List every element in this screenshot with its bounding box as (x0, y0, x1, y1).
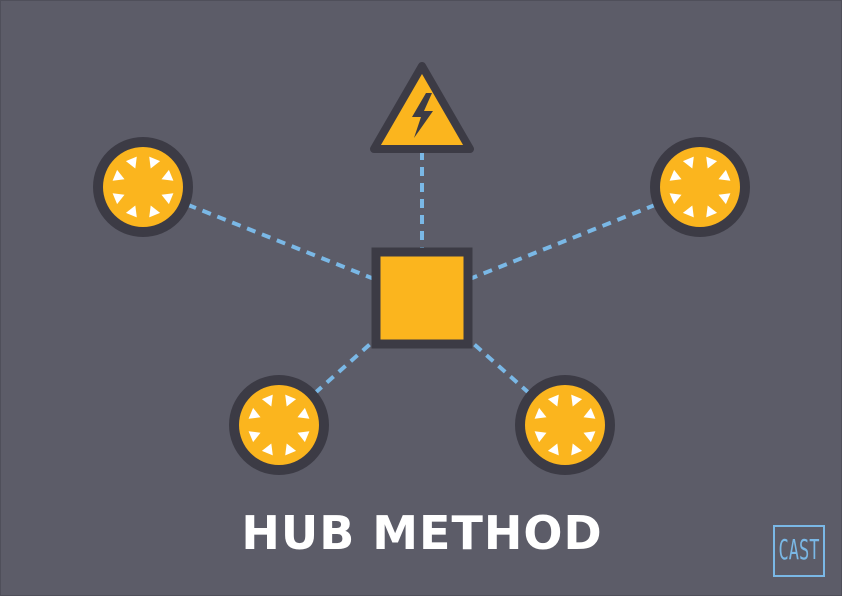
wheel-tooth (547, 443, 559, 456)
wheel-tooth (112, 169, 125, 181)
lightning-bolt-icon (412, 93, 433, 138)
wheel-tooth (583, 407, 596, 419)
wheel-tooth (285, 443, 297, 456)
spoke-nodes (93, 137, 750, 475)
diagram-title: HUB METHOD (241, 506, 603, 560)
power-node (370, 62, 474, 153)
wheel-tooth (248, 407, 261, 419)
wheel-tooth (682, 205, 694, 218)
wheel-tooth (534, 407, 547, 419)
wheel-tooth (706, 156, 718, 169)
wheel-tooth (248, 431, 261, 443)
connector-top-left (142, 185, 423, 300)
logo-text: CAST (778, 535, 820, 567)
wheel-tooth (718, 169, 731, 181)
cast-logo: CAST (773, 525, 825, 577)
wheel-tooth (149, 205, 161, 218)
wheel-tooth (297, 407, 310, 419)
wheel-tooth (706, 205, 718, 218)
hub-node (371, 247, 473, 349)
wheel-tooth (161, 193, 174, 205)
wheel-tooth (261, 443, 273, 456)
wheel-tooth (161, 169, 174, 181)
wheel-tooth (149, 156, 161, 169)
wheel-bottom-right (515, 375, 615, 475)
wheel-icon (239, 385, 319, 465)
wheel-icon (525, 385, 605, 465)
wheel-tooth (534, 431, 547, 443)
wheel-bottom-left (229, 375, 329, 475)
wheel-top-left (93, 137, 193, 237)
wheel-tooth (571, 394, 583, 407)
wheel-tooth (125, 156, 137, 169)
wheel-icon (103, 147, 183, 227)
wheel-tooth (682, 156, 694, 169)
wheel-tooth (669, 193, 682, 205)
wheel-tooth (547, 394, 559, 407)
wheel-tooth (718, 193, 731, 205)
wheel-tooth (669, 169, 682, 181)
wheel-icon (660, 147, 740, 227)
wheel-tooth (112, 193, 125, 205)
hub-square (371, 247, 473, 349)
wheel-tooth (297, 431, 310, 443)
wheel-tooth (125, 205, 137, 218)
wheel-tooth (571, 443, 583, 456)
wheel-top-right (650, 137, 750, 237)
wheel-tooth (285, 394, 297, 407)
wheel-tooth (583, 431, 596, 443)
wheel-tooth (261, 394, 273, 407)
